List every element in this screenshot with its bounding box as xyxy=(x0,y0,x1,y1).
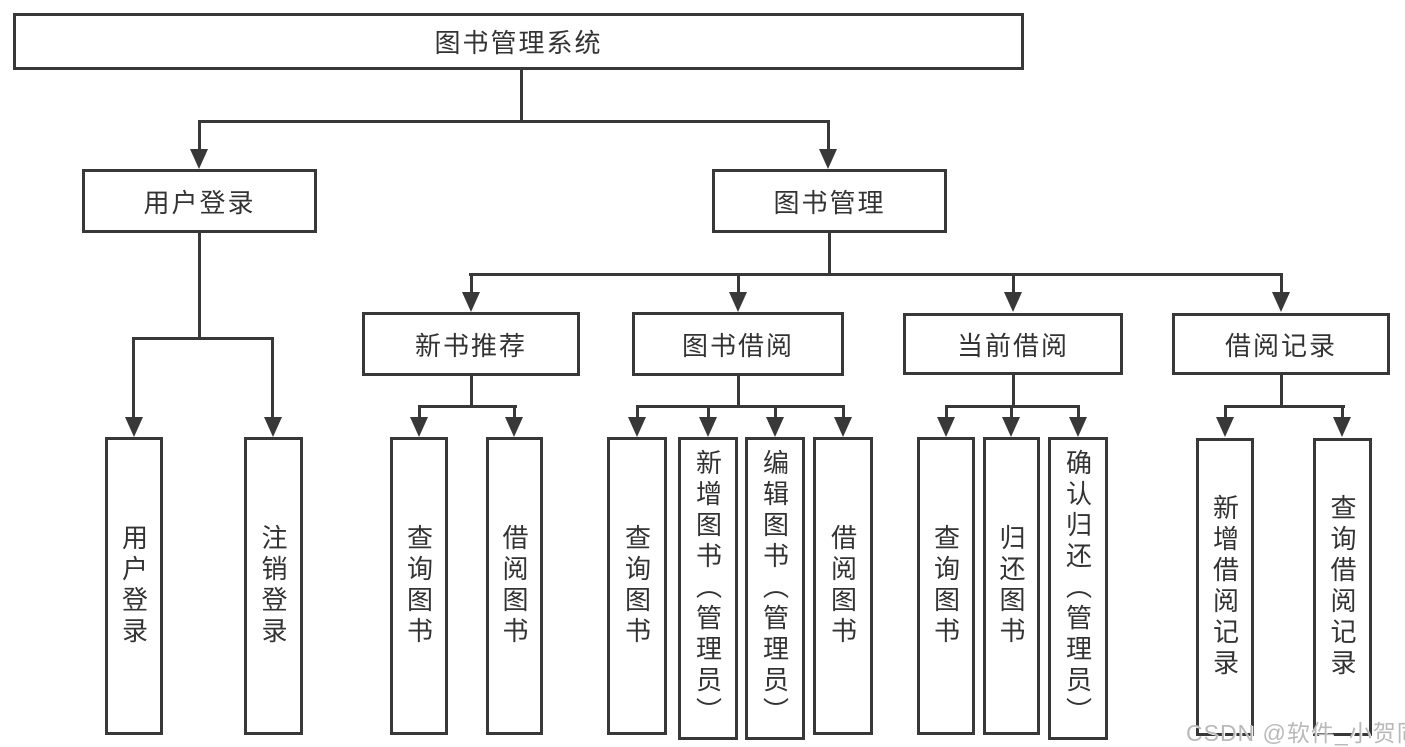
leaf-current-query-book: 查询图书 xyxy=(917,437,975,735)
connector-line xyxy=(1010,405,1013,420)
watermark: CSDN @软件_小贺同学 xyxy=(1186,720,1405,746)
connector-line xyxy=(945,405,948,420)
connector-line xyxy=(198,233,201,337)
leaf-borrow-edit-book-admin: 编辑图书（管理员） xyxy=(745,437,805,740)
leaf-user-login: 用户登录 xyxy=(105,437,163,735)
connector-line xyxy=(198,120,201,152)
leaf-current-confirm-return-admin: 确认归还（管理员） xyxy=(1048,437,1108,740)
connector-line xyxy=(1224,405,1227,420)
connector-line xyxy=(1280,375,1283,407)
node-label: 图书借阅 xyxy=(681,330,794,361)
node-label: 借阅图书 xyxy=(499,524,529,648)
connector-line xyxy=(636,405,845,408)
node-book-management: 图书管理 xyxy=(712,169,947,233)
arrow-down-icon xyxy=(1272,292,1290,312)
leaf-newbook-borrow-book: 借阅图书 xyxy=(486,437,543,735)
node-current-borrow: 当前借阅 xyxy=(903,313,1123,375)
node-user-login: 用户登录 xyxy=(82,169,317,233)
node-label: 查询借阅记录 xyxy=(1327,494,1357,680)
leaf-record-add-record: 新增借阅记录 xyxy=(1196,438,1254,736)
node-label: 借阅图书 xyxy=(827,524,858,648)
arrow-down-icon xyxy=(1004,292,1022,312)
connector-line xyxy=(469,273,1282,276)
arrow-down-icon xyxy=(1069,417,1087,437)
node-label: 查询图书 xyxy=(403,524,434,648)
node-label: 借阅记录 xyxy=(1224,330,1337,361)
connector-line xyxy=(132,337,135,420)
node-label: 新书推荐 xyxy=(414,330,527,361)
connector-line xyxy=(1224,405,1345,408)
arrow-down-icon xyxy=(462,292,480,312)
connector-line xyxy=(198,120,830,123)
connector-line xyxy=(1280,273,1283,295)
node-label: 用户登录 xyxy=(143,187,256,218)
leaf-newbook-query-book: 查询图书 xyxy=(390,437,448,735)
node-label: 编辑图书（管理员） xyxy=(759,449,790,728)
node-borrow-record: 借阅记录 xyxy=(1172,313,1390,375)
connector-line xyxy=(513,405,516,420)
node-label: 当前借阅 xyxy=(956,330,1069,361)
node-label: 用户登录 xyxy=(118,524,149,648)
connector-line xyxy=(636,405,639,420)
arrow-down-icon xyxy=(699,417,717,437)
connector-line xyxy=(1077,405,1080,420)
node-label: 归还图书 xyxy=(996,524,1026,648)
connector-line xyxy=(707,405,710,420)
arrow-down-icon xyxy=(729,292,747,312)
connector-line xyxy=(842,405,845,420)
node-label: 查询图书 xyxy=(930,524,961,648)
connector-line xyxy=(271,337,274,420)
arrow-down-icon xyxy=(1333,417,1351,437)
arrow-down-icon xyxy=(410,417,428,437)
leaf-current-return-book: 归还图书 xyxy=(983,437,1040,735)
arrow-down-icon xyxy=(1002,417,1020,437)
connector-line xyxy=(418,405,517,408)
node-label: 查询图书 xyxy=(621,524,652,648)
connector-line xyxy=(828,233,831,275)
arrow-down-icon xyxy=(628,417,646,437)
arrow-down-icon xyxy=(125,417,143,437)
connector-line xyxy=(132,337,274,340)
node-label: 新增借阅记录 xyxy=(1209,494,1240,680)
leaf-borrow-borrow-book: 借阅图书 xyxy=(813,437,873,735)
connector-line xyxy=(520,69,523,123)
arrow-down-icon xyxy=(937,417,955,437)
arrow-down-icon xyxy=(264,417,282,437)
node-book-borrow: 图书借阅 xyxy=(632,312,844,376)
connector-line xyxy=(827,120,830,152)
leaf-borrow-add-book-admin: 新增图书（管理员） xyxy=(678,437,738,740)
connector-line xyxy=(1341,405,1344,420)
arrow-down-icon xyxy=(766,417,784,437)
leaf-borrow-query-book: 查询图书 xyxy=(607,437,667,735)
connector-line xyxy=(418,405,421,420)
node-new-book-recommend: 新书推荐 xyxy=(362,312,580,376)
arrow-down-icon xyxy=(819,149,837,169)
node-label: 确认归还（管理员） xyxy=(1062,449,1093,728)
node-label: 图书管理系统 xyxy=(434,28,603,58)
connector-line xyxy=(470,376,473,407)
connector-line xyxy=(737,273,740,295)
connector-line xyxy=(1012,375,1015,407)
node-root: 图书管理系统 xyxy=(13,13,1024,70)
arrow-down-icon xyxy=(505,417,523,437)
leaf-record-query-record: 查询借阅记录 xyxy=(1313,438,1372,736)
connector-line xyxy=(470,273,473,295)
node-label: 图书管理 xyxy=(773,187,886,218)
connector-line xyxy=(737,376,740,407)
arrow-down-icon xyxy=(1216,417,1234,437)
node-label: 注销登录 xyxy=(258,524,288,648)
arrow-down-icon xyxy=(834,417,852,437)
leaf-logout: 注销登录 xyxy=(244,437,303,735)
arrow-down-icon xyxy=(190,149,208,169)
node-label: 新增图书（管理员） xyxy=(692,449,723,728)
connector-line xyxy=(1012,273,1015,295)
connector-line xyxy=(774,405,777,420)
